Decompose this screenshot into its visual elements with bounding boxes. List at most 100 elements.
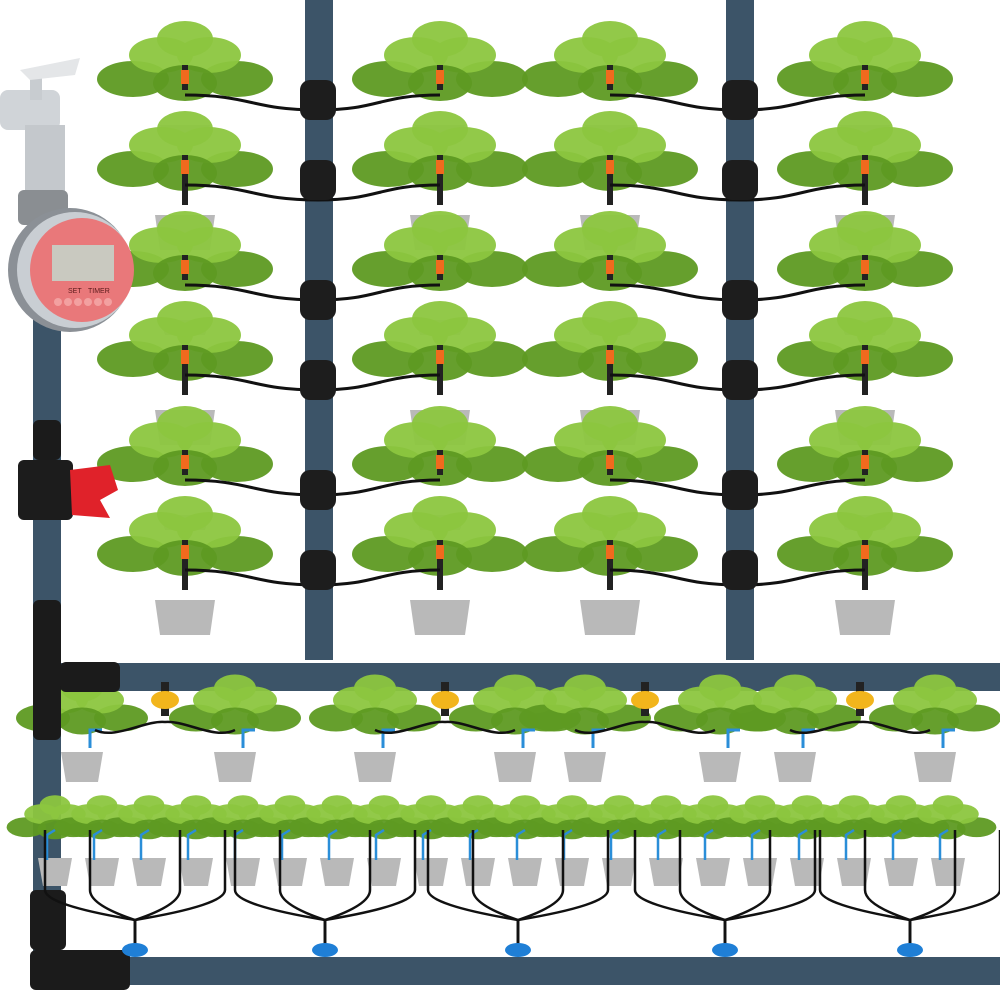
tubing — [863, 830, 912, 945]
potted-plant — [519, 674, 651, 782]
leaf — [509, 795, 541, 816]
pot — [580, 600, 640, 635]
pot — [367, 858, 401, 886]
leaf — [744, 795, 776, 816]
leaf — [157, 111, 213, 147]
leaf — [211, 707, 259, 735]
adjustable-emitter — [606, 545, 614, 559]
stake — [607, 155, 613, 205]
pipe-fitting — [60, 662, 120, 692]
adjustable-emitter — [606, 350, 614, 364]
potted-plant — [729, 674, 861, 782]
tubing — [317, 283, 441, 302]
pipe-connector — [300, 550, 336, 590]
tubing — [574, 720, 716, 735]
tubing — [278, 830, 327, 945]
timer-button[interactable] — [94, 298, 102, 306]
tubing — [471, 830, 520, 945]
pot — [649, 858, 683, 886]
potted-plant — [522, 111, 698, 250]
timer-button[interactable] — [84, 298, 92, 306]
water-timer[interactable]: SET TIMER — [8, 190, 134, 332]
drip-stake — [92, 828, 103, 860]
pipe-connector — [300, 160, 336, 200]
pipe-connector — [300, 280, 336, 320]
drip-stake — [280, 828, 291, 860]
leaf — [412, 21, 468, 57]
tubing — [739, 568, 866, 587]
tubing — [908, 830, 957, 945]
leaf — [838, 795, 870, 816]
pot — [410, 600, 470, 635]
valve-handle[interactable] — [70, 465, 118, 518]
drip-stake — [521, 728, 535, 748]
leaf — [697, 795, 729, 816]
leaf — [412, 211, 468, 247]
pipe-connector — [722, 160, 758, 200]
pipe-horizontal — [40, 957, 1000, 985]
drip-stake — [515, 828, 526, 860]
tubing — [317, 568, 441, 587]
pot — [564, 752, 606, 782]
timer-button[interactable] — [54, 298, 62, 306]
leaf — [582, 496, 638, 532]
timer-button[interactable] — [64, 298, 72, 306]
pot — [61, 752, 103, 782]
tubing — [133, 830, 227, 945]
adjustable-emitter — [861, 260, 869, 274]
leaf — [157, 21, 213, 57]
potted-plant — [309, 674, 441, 782]
leaf — [582, 21, 638, 57]
stake — [437, 540, 443, 590]
leaf — [561, 707, 609, 735]
potted-plant — [352, 21, 528, 140]
leaf — [771, 707, 819, 735]
pot — [508, 858, 542, 886]
tubing — [609, 93, 741, 112]
tubing — [323, 830, 372, 945]
timer-button[interactable] — [74, 298, 82, 306]
pot — [774, 752, 816, 782]
leaf — [774, 674, 816, 702]
leaf — [837, 496, 893, 532]
shutoff-valve[interactable] — [18, 460, 118, 520]
leaf — [837, 21, 893, 57]
pipe-connector — [300, 360, 336, 400]
pot — [914, 752, 956, 782]
adjustable-emitter — [436, 350, 444, 364]
drip-stake — [801, 728, 815, 748]
tubing — [233, 830, 327, 945]
adjustable-emitter — [861, 160, 869, 174]
blue-dripper — [312, 943, 338, 957]
timer-buttons[interactable] — [54, 298, 112, 306]
tubing — [739, 93, 866, 112]
tubing — [94, 720, 236, 735]
tubing — [789, 720, 931, 735]
drip-stake — [656, 828, 667, 860]
timer-display — [52, 245, 114, 281]
leaf — [157, 301, 213, 337]
drip-stake — [726, 728, 740, 748]
drip-stake — [750, 828, 761, 860]
tubing — [739, 283, 866, 302]
blue-dripper — [505, 943, 531, 957]
blue-dripper — [897, 943, 923, 957]
leaf — [494, 674, 536, 702]
stake — [862, 155, 868, 205]
faucet — [0, 58, 80, 195]
pipe-connector — [300, 80, 336, 120]
pipe-connector — [722, 470, 758, 510]
leaf — [274, 795, 306, 816]
pot — [354, 752, 396, 782]
timer-button[interactable] — [104, 298, 112, 306]
tubing — [739, 373, 866, 392]
pot — [696, 858, 730, 886]
leaf — [582, 111, 638, 147]
drip-stake — [381, 728, 395, 748]
pot — [602, 858, 636, 886]
yellow-dripper — [151, 691, 179, 709]
pipe-fitting — [30, 890, 66, 950]
potted-plant — [169, 674, 301, 782]
leaf — [699, 674, 741, 702]
stake — [607, 540, 613, 590]
